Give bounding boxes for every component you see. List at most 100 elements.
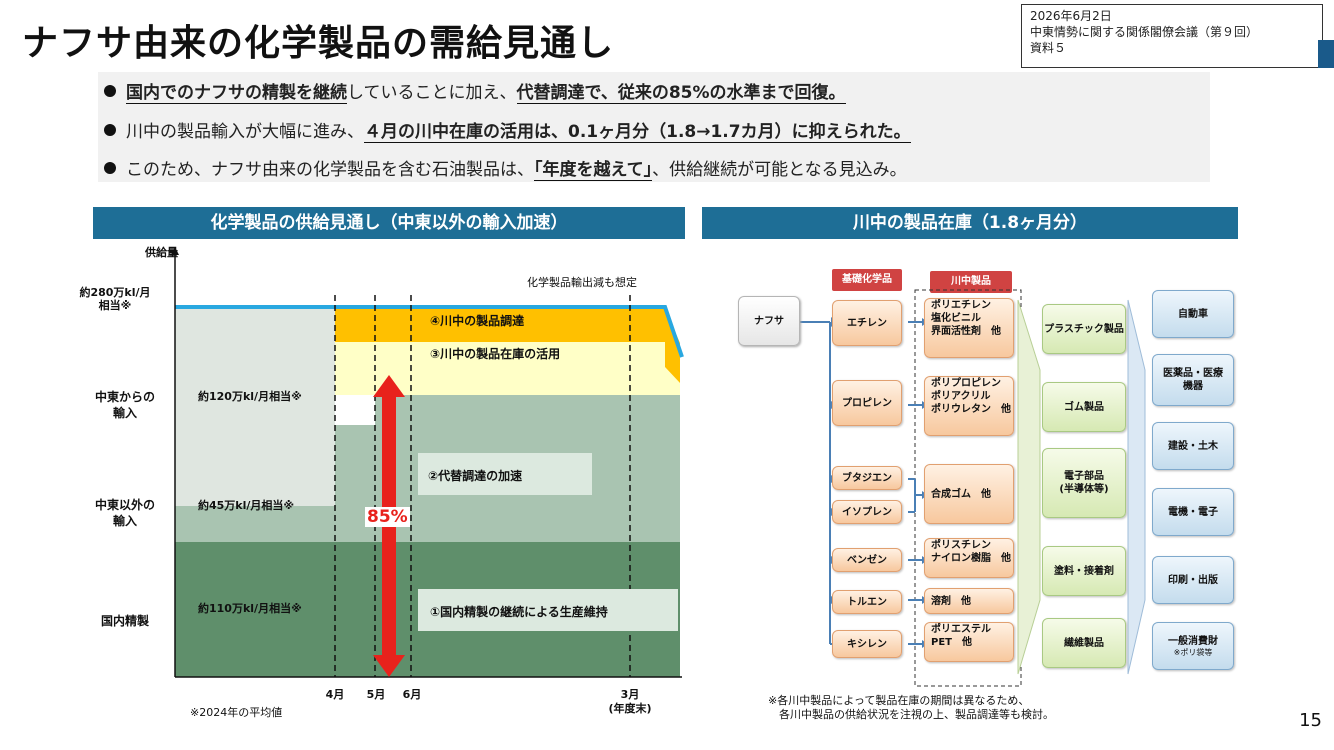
supply-total-line <box>175 305 684 358</box>
node-rubber-products: ゴム製品 <box>1042 382 1126 432</box>
right-footnote-line1: ※各川中製品によって製品在庫の期間は異なるため、 <box>768 694 1030 707</box>
amount-non-middle-east: 約45万kl/月相当※ <box>198 499 295 512</box>
legend-alternative-procurement: ②代替調達の加速 <box>428 469 523 483</box>
node-printing: 印刷・出版 <box>1152 556 1234 604</box>
node-mid-polystyrene: ポリスチレン ナイロン樹脂 他 <box>924 538 1014 578</box>
mid-6-line2: PET 他 <box>931 637 972 648</box>
mid-2-line1: ポリプロピレン <box>931 378 1001 389</box>
tick-mar: 3月 (年度末) <box>595 688 665 716</box>
node-naphtha: ナフサ <box>738 296 800 346</box>
bullet-3-seg-1: このため、ナフサ由来の化学製品を含む石油製品は、 <box>126 160 534 180</box>
node-electronic-parts: 電子部品 (半導体等) <box>1042 448 1126 518</box>
header-accent-bar <box>1318 40 1334 68</box>
node-consumer-goods: 一般消費財 ※ポリ袋等 <box>1152 622 1234 670</box>
recovery-arrow-head-down <box>373 655 405 677</box>
mid-4-line2: ナイロン樹脂 他 <box>931 553 1011 564</box>
bullet-3: このため、ナフサ由来の化学製品を含む石油製品は、「年度を越えて」、供給継続が可能… <box>104 155 907 181</box>
right-footnote: ※各川中製品によって製品在庫の期間は異なるため、 各川中製品の供給状況を注視の上… <box>768 694 1054 722</box>
node-benzene: ベンゼン <box>832 548 902 572</box>
right-footnote-line2: 各川中製品の供給状況を注視の上、製品調達等も検討。 <box>768 708 1054 721</box>
top-level-note: 相当※ <box>98 299 132 312</box>
bullet-2: 川中の製品輸入が大幅に進み、４月の川中在庫の活用は、0.1ヶ月分（1.8→1.7… <box>104 117 911 143</box>
value-chain-connectors <box>800 289 1146 687</box>
mid-1-line3: 界面活性剤 他 <box>931 326 1001 337</box>
node-medical: 医薬品・医療 機器 <box>1152 354 1234 406</box>
mid-4-line1: ポリスチレン <box>931 540 991 551</box>
node-isoprene: イソプレン <box>832 500 902 524</box>
export-note: 化学製品輸出減も想定 <box>527 276 637 289</box>
bullet-dot-icon <box>104 162 116 174</box>
bullet-2-seg-1: 川中の製品輸入が大幅に進み、 <box>126 122 364 142</box>
legend-domestic-bg <box>418 589 678 631</box>
top-level-label: 約280万kl/月 相当※ <box>60 286 170 312</box>
tick-jun: 6月 <box>402 688 422 701</box>
amount-middle-east: 約120万kl/月相当※ <box>198 390 302 403</box>
y-axis-label: 供給量 <box>145 246 178 259</box>
document-number: 資料５ <box>1030 41 1067 55</box>
node-consumer-goods-note: ※ポリ袋等 <box>1173 647 1213 657</box>
top-level-value: 約280万kl/月 <box>79 286 151 299</box>
node-mid-polyethylene: ポリエチレン 塩化ビニル 界面活性剤 他 <box>924 298 1014 358</box>
bullet-dot-icon <box>104 85 116 97</box>
area-middle-east-imports <box>175 308 335 506</box>
node-toluene: トルエン <box>832 590 902 614</box>
node-textile-products: 繊維製品 <box>1042 618 1126 668</box>
meeting-name: 中東情勢に関する関係閣僚会議（第９回） <box>1030 25 1259 39</box>
bullet-1-seg-1: 国内でのナフサの精製を継続 <box>126 83 347 104</box>
node-mid-polyester: ポリエステル PET 他 <box>924 622 1014 662</box>
legend-midstream-procurement: ④川中の製品調達 <box>430 314 525 328</box>
node-butadiene: ブタジエン <box>832 466 902 490</box>
tag-basic-chemicals: 基礎化学品 <box>832 269 902 291</box>
node-xylene: キシレン <box>832 630 902 658</box>
row-label-middle-east-line2: 輸入 <box>112 406 137 420</box>
summary-bullets: 国内でのナフサの精製を継続していることに加え、代替調達で、従来の85%の水準まで… <box>98 72 1210 182</box>
mid-1-line2: 塩化ビニル <box>931 313 981 324</box>
node-mid-solvent: 溶剤 他 <box>924 588 1014 614</box>
y-axis-arrowhead <box>171 247 179 255</box>
bullet-dot-icon <box>104 124 116 136</box>
recovery-arrow-shaft <box>382 395 396 660</box>
node-construction: 建設・土木 <box>1152 422 1234 470</box>
node-propylene: プロピレン <box>832 380 902 426</box>
legend-alternative-bg <box>418 453 592 495</box>
node-electrical: 電機・電子 <box>1152 488 1234 536</box>
node-consumer-goods-label: 一般消費財 <box>1168 635 1218 647</box>
mid-arrow-lines <box>908 321 922 645</box>
node-paint-adhesive: 塗料・接着剤 <box>1042 546 1126 596</box>
bullet-1-seg-3: 代替調達で、従来の85%の水準まで回復。 <box>516 83 846 104</box>
bullet-1-seg-2: していることに加え、 <box>347 83 517 103</box>
tick-may: 5月 <box>366 688 386 701</box>
node-plastic-products: プラスチック製品 <box>1042 304 1126 354</box>
area-midstream-procurement <box>335 308 680 383</box>
area-inventory-use <box>335 342 680 395</box>
amount-domestic: 約110万kl/月相当※ <box>198 602 302 615</box>
left-footnote: ※2024年の平均値 <box>190 706 283 719</box>
page-title: ナフサ由来の化学製品の需給見通し <box>22 23 615 64</box>
row-label-middle-east-line1: 中東からの <box>94 390 155 404</box>
legend-inventory-use: ③川中の製品在庫の活用 <box>430 347 561 361</box>
node-automobile: 自動車 <box>1152 290 1234 338</box>
mid-2-line2: ポリアクリル <box>931 391 991 402</box>
bullet-3-seg-2: 「年度を越えて」 <box>534 160 653 181</box>
left-panel-header: 化学製品の供給見通し（中東以外の輸入加速） <box>93 207 685 239</box>
recovery-percent-label: 85% <box>365 507 410 527</box>
bullet-1: 国内でのナフサの精製を継続していることに加え、代替調達で、従来の85%の水準まで… <box>104 78 846 104</box>
right-panel-header: 川中の製品在庫（1.8ヶ月分） <box>702 207 1238 239</box>
node-mid-polypropylene: ポリプロピレン ポリアクリル ポリウレタン 他 <box>924 376 1014 436</box>
node-mid-synthetic-rubber: 合成ゴム 他 <box>924 464 1014 524</box>
mid-1-line1: ポリエチレン <box>931 300 991 311</box>
bullet-3-seg-3: 、供給継続が可能となる見込み。 <box>652 160 907 180</box>
row-label-domestic: 国内精製 <box>100 614 149 628</box>
bullet-2-seg-2: ４月の川中在庫の活用は、0.1ヶ月分（1.8→1.7カ月）に抑えられた。 <box>364 122 911 143</box>
page-number: 15 <box>1299 710 1322 731</box>
tag-midstream-products: 川中製品 <box>930 271 1012 293</box>
mid-6-line1: ポリエステル <box>931 624 991 635</box>
tick-apr: 4月 <box>325 688 345 701</box>
tick-mar-sub: (年度末) <box>608 702 652 715</box>
recovery-arrow-head-up <box>373 375 405 397</box>
tick-mar-label: 3月 <box>620 688 640 701</box>
row-label-non-middle-east: 中東以外の 輸入 <box>70 497 180 529</box>
node-ethylene: エチレン <box>832 300 902 346</box>
meeting-date: 2026年6月2日 <box>1030 9 1112 23</box>
meeting-info-box: 2026年6月2日 中東情勢に関する関係閣僚会議（第９回） 資料５ <box>1021 4 1323 68</box>
